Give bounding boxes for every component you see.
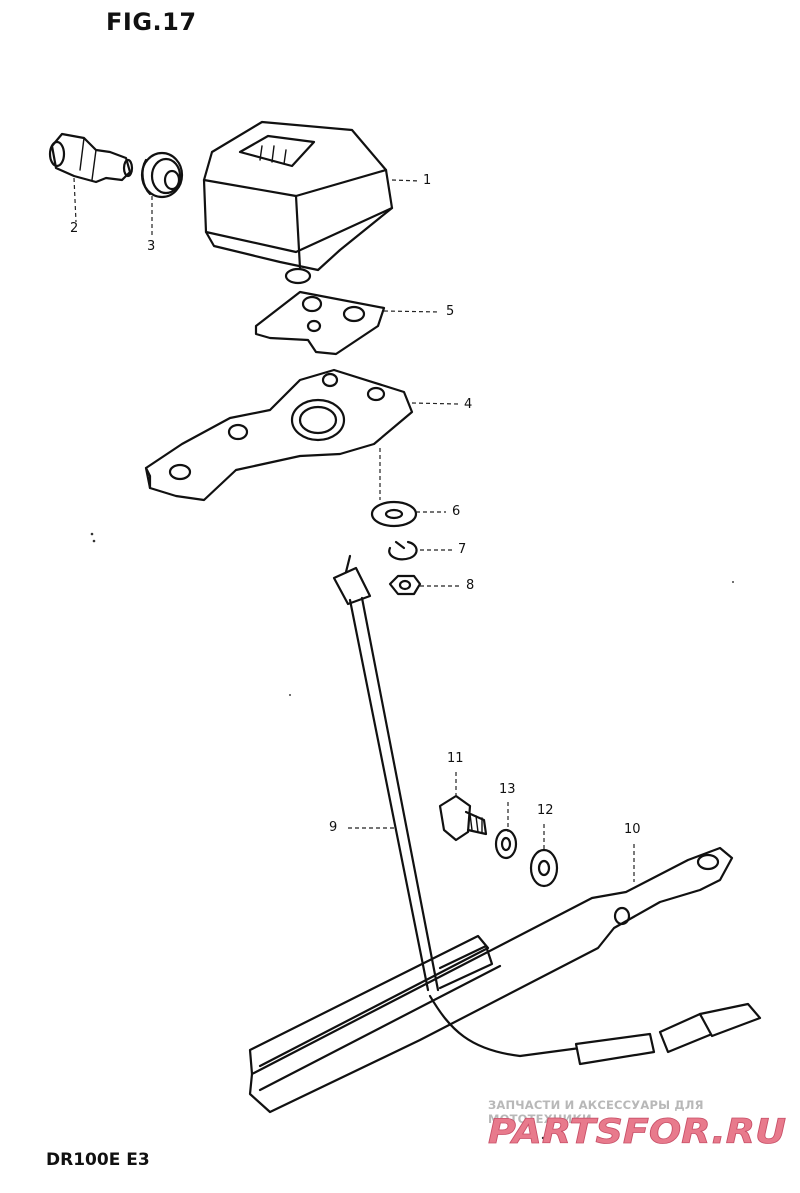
part-10-ground-strap: [248, 846, 762, 1114]
callout-6: 6: [452, 504, 461, 519]
part-13-lock-washer: [494, 828, 518, 860]
model-code: DR100E E3: [46, 1150, 150, 1170]
part-3-grommet: [140, 151, 184, 199]
part-8-nut: [388, 574, 422, 596]
callout-4: 4: [464, 397, 473, 412]
callout-1: 1: [423, 173, 432, 188]
part-1-unit-box: [202, 120, 394, 285]
callout-3: 3: [147, 239, 156, 254]
watermark-subtitle: ЗАПЧАСТИ И АКСЕССУАРЫ ДЛЯ МОТОТЕХНИКИ: [488, 1098, 704, 1126]
callout-8: 8: [466, 578, 475, 593]
callout-11: 11: [447, 751, 464, 766]
part-5-small-plate: [254, 290, 386, 356]
callout-7: 7: [458, 542, 467, 557]
part-4-bracket: [144, 368, 414, 502]
part-7-lock-washer: [388, 540, 418, 561]
figure-title: FIG.17: [106, 8, 197, 36]
scan-specks: [90, 532, 734, 1140]
part-11-bolt: [438, 794, 488, 842]
callout-9: 9: [329, 820, 338, 835]
watermark-logo: PARTSFOR.RU: [488, 1112, 786, 1150]
callout-10: 10: [624, 822, 641, 837]
part-12-washer: [529, 848, 559, 888]
callout-5: 5: [446, 304, 455, 319]
callout-12: 12: [537, 803, 554, 818]
watermark-logo-text: PARTSFOR.RU: [488, 1112, 786, 1150]
leader-lines: [73, 177, 635, 882]
callout-13: 13: [499, 782, 516, 797]
part-6-washer: [370, 500, 418, 528]
callout-2: 2: [70, 221, 79, 236]
part-2-connector-plug: [48, 132, 134, 184]
part-9-lead-wire: [332, 554, 440, 992]
